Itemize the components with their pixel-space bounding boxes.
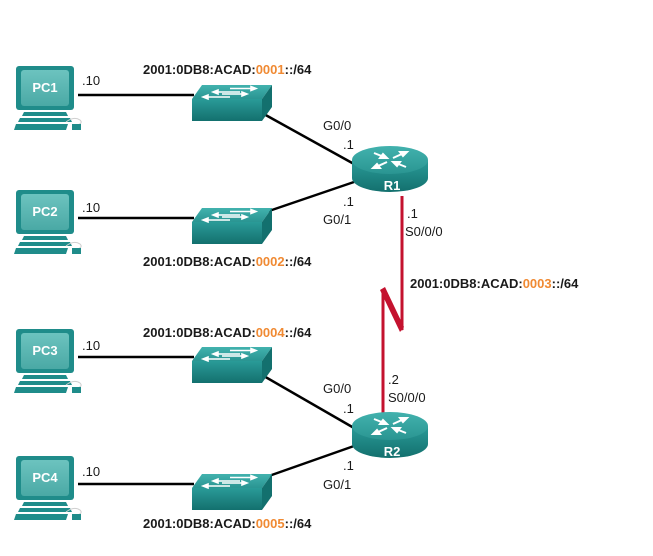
network-suffix: ::/64 xyxy=(552,276,580,291)
network-subnet: 0002 xyxy=(256,254,285,269)
serial-link-r1-r2 xyxy=(380,196,404,420)
network-label-4: 2001:0DB8:ACAD:0004::/64 xyxy=(143,325,312,340)
switch-s4-icon[interactable] xyxy=(191,473,273,511)
pc3[interactable]: PC3 xyxy=(13,328,82,394)
pc4-label: PC4 xyxy=(32,470,58,485)
ethernet-links xyxy=(78,93,355,486)
network-prefix: 2001:0DB8:ACAD: xyxy=(143,516,256,531)
r1-s000-iface: S0/0/0 xyxy=(405,224,443,239)
network-subnet: 0001 xyxy=(256,62,285,77)
r1-g00-host: .1 xyxy=(343,137,354,152)
pc2[interactable]: PC2 xyxy=(13,189,82,255)
network-suffix: ::/64 xyxy=(285,62,313,77)
pc-icon xyxy=(13,65,82,131)
r2-s000-host: .2 xyxy=(388,372,399,387)
pc1[interactable]: PC1 xyxy=(13,65,82,131)
network-subnet: 0004 xyxy=(256,325,286,340)
network-suffix: ::/64 xyxy=(285,254,313,269)
pc1-host-address: .10 xyxy=(82,73,100,88)
network-prefix: 2001:0DB8:ACAD: xyxy=(410,276,523,291)
r2-s000-iface: S0/0/0 xyxy=(388,390,426,405)
pc4-host-address: .10 xyxy=(82,464,100,479)
r1-g01-host: .1 xyxy=(343,194,354,209)
network-suffix: ::/64 xyxy=(285,325,313,340)
pc3-host-address: .10 xyxy=(82,338,100,353)
r1-s000-host: .1 xyxy=(407,206,418,221)
network-subnet: 0003 xyxy=(523,276,552,291)
pc3-label: PC3 xyxy=(32,343,57,358)
link-s1-r1 xyxy=(261,111,355,166)
link-s4-r2 xyxy=(265,444,355,479)
router-r2[interactable]: R2 xyxy=(351,411,429,459)
link-s3-r2 xyxy=(261,373,355,430)
switch-s2-icon[interactable] xyxy=(191,207,273,245)
pc1-label: PC1 xyxy=(32,80,57,95)
network-label-1: 2001:0DB8:ACAD:0001::/64 xyxy=(143,62,312,77)
switch-s3-icon[interactable] xyxy=(191,346,273,384)
r1-label: R1 xyxy=(384,178,401,193)
network-label-3: 2001:0DB8:ACAD:0003::/64 xyxy=(410,276,579,291)
r2-g01-host: .1 xyxy=(343,458,354,473)
router-r1[interactable]: R1 xyxy=(351,145,429,193)
r2-label: R2 xyxy=(384,444,401,459)
r2-g00-host: .1 xyxy=(343,401,354,416)
link-s2-r1 xyxy=(265,180,355,214)
network-prefix: 2001:0DB8:ACAD: xyxy=(143,62,256,77)
network-suffix: ::/64 xyxy=(285,516,313,531)
switch-s1-icon[interactable] xyxy=(191,84,273,122)
network-subnet: 0005 xyxy=(256,516,285,531)
pc-icon xyxy=(13,189,82,255)
network-label-2: 2001:0DB8:ACAD:0002::/64 xyxy=(143,254,312,269)
network-prefix: 2001:0DB8:ACAD: xyxy=(143,325,256,340)
r1-g00-iface: G0/0 xyxy=(323,118,351,133)
r2-g00-iface: G0/0 xyxy=(323,381,351,396)
pc2-host-address: .10 xyxy=(82,200,100,215)
pc2-label: PC2 xyxy=(32,204,57,219)
network-prefix: 2001:0DB8:ACAD: xyxy=(143,254,256,269)
pc-icon xyxy=(13,328,82,394)
pc-icon xyxy=(13,455,82,521)
pc4[interactable]: PC4 xyxy=(13,455,82,521)
r1-g01-iface: G0/1 xyxy=(323,212,351,227)
network-label-5: 2001:0DB8:ACAD:0005::/64 xyxy=(143,516,312,531)
r2-g01-iface: G0/1 xyxy=(323,477,351,492)
